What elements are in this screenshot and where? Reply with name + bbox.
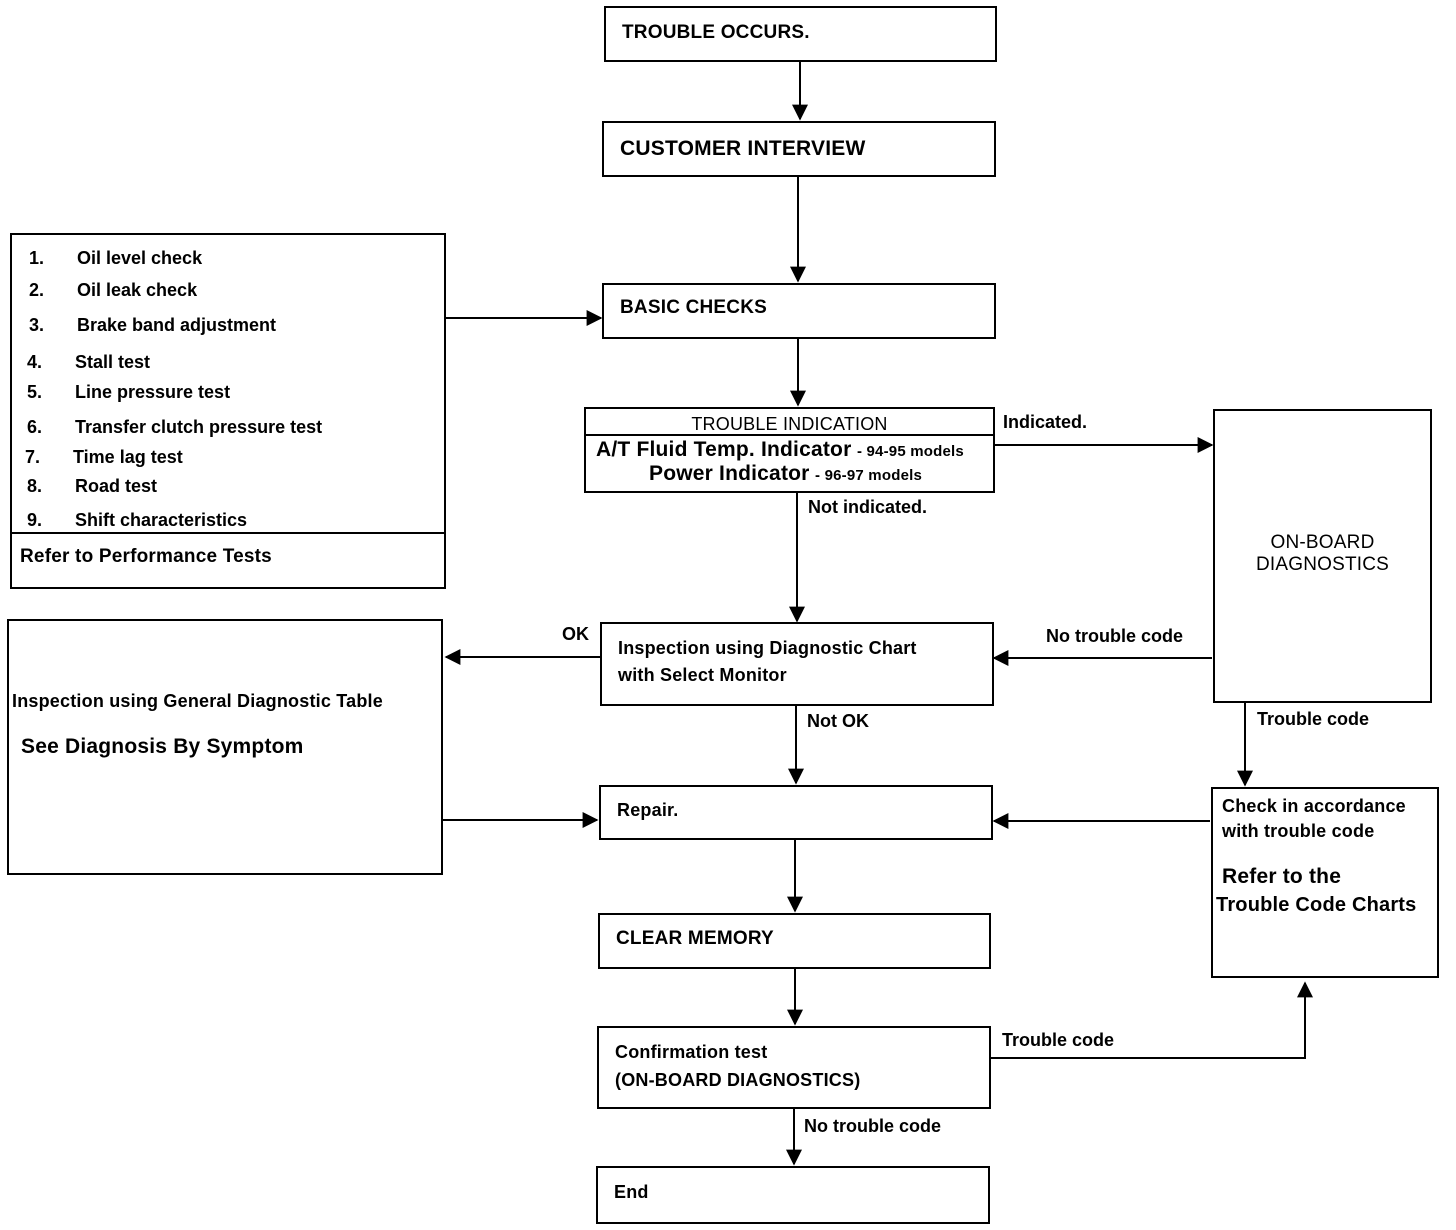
- onboard-diagnostics-line2: DIAGNOSTICS: [1255, 554, 1390, 575]
- diagnostic-chart-line2: with Select Monitor: [618, 665, 787, 685]
- diagnostic-chart-line1: Inspection using Diagnostic Chart: [618, 638, 917, 658]
- checklist-item: 5.Line pressure test: [27, 382, 231, 402]
- checklist-item: 8.Road test: [27, 476, 158, 496]
- clear-memory-box: CLEAR MEMORY: [598, 913, 991, 969]
- onboard-diagnostics-box: ON-BOARD DIAGNOSTICS: [1213, 409, 1432, 703]
- check-trouble-code-box: Check in accordance with trouble code Re…: [1211, 787, 1439, 978]
- trouble-indication-divider: [586, 434, 993, 436]
- general-diagnostic-line2: See Diagnosis By Symptom: [21, 735, 304, 758]
- basic-checks-box: BASIC CHECKS: [602, 283, 996, 339]
- end-label: End: [614, 1182, 649, 1202]
- confirmation-test-box: Confirmation test (ON-BOARD DIAGNOSTICS): [597, 1026, 991, 1109]
- basic-checks-label: BASIC CHECKS: [620, 297, 768, 318]
- checklist-item: 4.Stall test: [27, 352, 151, 372]
- check-trouble-code-line4: Trouble Code Charts: [1216, 894, 1417, 916]
- confirmation-test-line2: (ON-BOARD DIAGNOSTICS): [615, 1070, 861, 1090]
- onboard-diagnostics-line1: ON-BOARD: [1270, 532, 1375, 553]
- check-trouble-code-line2: with trouble code: [1222, 821, 1375, 841]
- checklist-item: 9.Shift characteristics: [27, 510, 248, 530]
- trouble-indication-title: TROUBLE INDICATION: [691, 414, 888, 434]
- checklist-item: 1.Oil level check: [29, 248, 203, 268]
- edge-label-not-ok: Not OK: [807, 711, 869, 731]
- repair-box: Repair.: [599, 785, 993, 840]
- general-diagnostic-table-box: Inspection using General Diagnostic Tabl…: [7, 619, 443, 875]
- checklist-footer: Refer to Performance Tests: [20, 546, 272, 567]
- end-box: End: [596, 1166, 990, 1224]
- trouble-indication-line2: Power Indicator - 96-97 models: [649, 462, 923, 485]
- general-diagnostic-line1: Inspection using General Diagnostic Tabl…: [12, 691, 383, 711]
- edge-label-indicated: Indicated.: [1003, 412, 1088, 432]
- checklist-item: 3.Brake band adjustment: [29, 315, 277, 335]
- customer-interview-label: CUSTOMER INTERVIEW: [620, 137, 866, 160]
- trouble-indication-line1: A/T Fluid Temp. Indicator - 94-95 models: [596, 438, 964, 461]
- checklist-divider: [12, 532, 444, 534]
- check-trouble-code-line1: Check in accordance: [1222, 796, 1406, 816]
- customer-interview-box: CUSTOMER INTERVIEW: [602, 121, 996, 177]
- checklist-item: 6.Transfer clutch pressure test: [27, 417, 323, 437]
- basic-checks-list-box: 1.Oil level check 2.Oil leak check 3.Bra…: [10, 233, 446, 589]
- repair-label: Repair.: [617, 800, 679, 820]
- edge-label-no-trouble-code-onboard: No trouble code: [1046, 626, 1184, 646]
- edge-label-trouble-code-confirm: Trouble code: [1002, 1030, 1115, 1050]
- edge-label-ok: OK: [562, 624, 589, 644]
- checklist-item: 7.Time lag test: [25, 447, 183, 467]
- edge-label-no-trouble-code-confirm: No trouble code: [804, 1116, 942, 1136]
- edge-label-not-indicated: Not indicated.: [808, 497, 928, 517]
- trouble-occurs-box: TROUBLE OCCURS.: [604, 6, 997, 62]
- confirmation-test-line1: Confirmation test: [615, 1042, 768, 1062]
- trouble-occurs-label: TROUBLE OCCURS.: [622, 22, 810, 43]
- check-trouble-code-line3: Refer to the: [1222, 865, 1342, 888]
- edge-label-trouble-code-onboard: Trouble code: [1257, 709, 1370, 729]
- trouble-indication-box: TROUBLE INDICATION A/T Fluid Temp. Indic…: [584, 407, 995, 493]
- checklist-item: 2.Oil leak check: [29, 280, 198, 300]
- clear-memory-label: CLEAR MEMORY: [616, 928, 774, 949]
- diagnostic-chart-inspection-box: Inspection using Diagnostic Chart with S…: [600, 622, 994, 706]
- edge-confirm-to-check: [990, 981, 1313, 1059]
